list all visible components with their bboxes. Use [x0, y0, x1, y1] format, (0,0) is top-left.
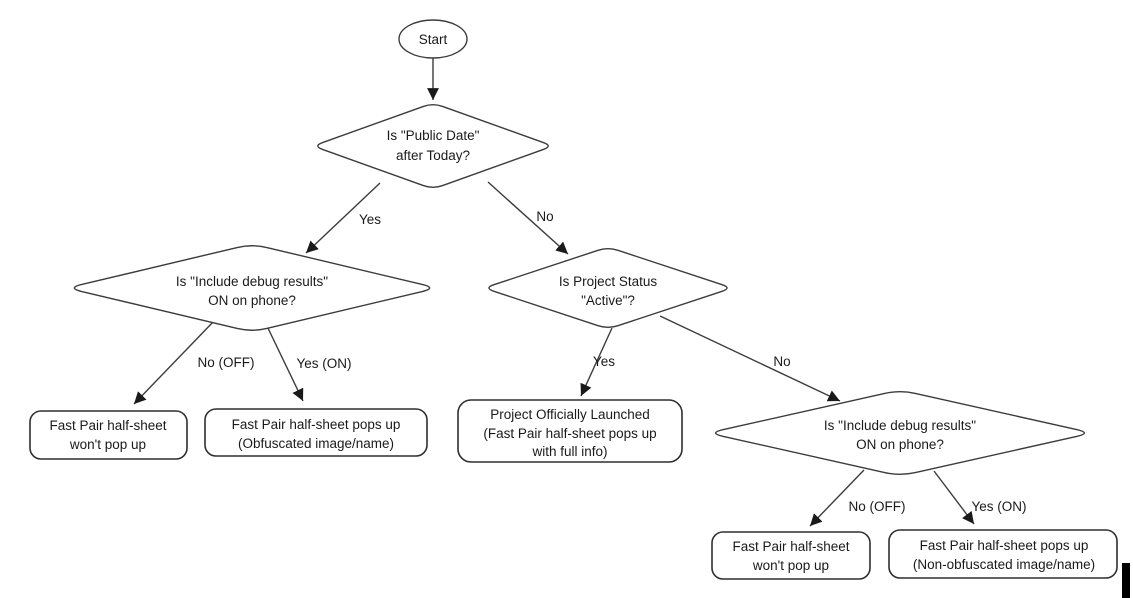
- start-node: [398, 19, 468, 59]
- edge-label-yes-on-right: Yes (ON): [971, 499, 1026, 514]
- start-label: Start: [419, 32, 448, 47]
- outcome-non-obfuscated: [888, 529, 1118, 579]
- outcome-launched-line1: Project Officially Launched: [490, 407, 650, 422]
- decision-public-date-line1: Is "Public Date": [387, 128, 480, 143]
- outcome-obfuscated-line2: (Obfuscated image/name): [238, 436, 394, 451]
- outcome-obfuscated-line1: Fast Pair half-sheet pops up: [232, 417, 401, 432]
- flow-node-labels: Start Is "Public Date" after Today? Is "…: [49, 32, 1095, 573]
- decision-debug-left-line2: ON on phone?: [208, 293, 296, 308]
- decision-debug-right-line1: Is "Include debug results": [824, 418, 976, 433]
- outcome-no-popup-left-line1: Fast Pair half-sheet: [49, 418, 166, 433]
- outcome-no-popup-right: [711, 531, 871, 580]
- outcome-launched-line3: with full info): [531, 444, 607, 459]
- edge-public-date-yes: [305, 182, 381, 254]
- edge-label-yes-on-left: Yes (ON): [296, 356, 351, 371]
- flow-edges: [133, 57, 975, 527]
- outcome-no-popup-left-line2: won't pop up: [69, 437, 146, 452]
- decision-project-status: [488, 247, 728, 329]
- decision-debug-left: [73, 245, 431, 331]
- edge-label-yes-mid: Yes: [593, 354, 615, 369]
- edge-label-yes-top: Yes: [359, 212, 381, 227]
- outcome-launched: [457, 399, 683, 463]
- outcome-no-popup-right-line2: won't pop up: [752, 558, 829, 573]
- decision-public-date-line2: after Today?: [396, 148, 470, 163]
- decision-debug-left-line1: Is "Include debug results": [176, 274, 328, 289]
- edge-label-no-off-right: No (OFF): [849, 499, 906, 514]
- decision-public-date: [317, 104, 549, 188]
- outcome-obfuscated: [204, 408, 428, 457]
- outcome-non-obfuscated-line1: Fast Pair half-sheet pops up: [920, 538, 1089, 553]
- edge-debug-right-yes-on: [933, 470, 975, 525]
- edge-label-no-mid: No: [773, 354, 790, 369]
- text-cursor-artifact: [1122, 563, 1130, 598]
- decision-project-status-line1: Is Project Status: [559, 274, 658, 289]
- flow-shapes: [29, 19, 1118, 580]
- edge-debug-left-no-off: [133, 320, 215, 405]
- flow-edge-labels: Yes No No (OFF) Yes (ON) Yes No No (OFF)…: [198, 209, 1027, 514]
- outcome-no-popup-left: [29, 410, 188, 460]
- edge-project-status-no: [659, 315, 841, 402]
- edge-label-no-off-left: No (OFF): [198, 355, 255, 370]
- edge-public-date-no: [487, 181, 569, 255]
- decision-debug-right-line2: ON on phone?: [856, 437, 944, 452]
- edge-label-no-top: No: [536, 209, 553, 224]
- decision-debug-right: [714, 391, 1086, 475]
- outcome-no-popup-right-line1: Fast Pair half-sheet: [732, 539, 849, 554]
- outcome-non-obfuscated-line2: (Non-obfuscated image/name): [913, 557, 1095, 572]
- edge-project-status-yes: [580, 327, 613, 397]
- decision-project-status-line2: "Active"?: [581, 293, 635, 308]
- outcome-launched-line2: (Fast Pair half-sheet pops up: [483, 426, 656, 441]
- edge-debug-left-yes-on: [265, 323, 304, 402]
- edge-debug-right-no-off: [809, 469, 865, 527]
